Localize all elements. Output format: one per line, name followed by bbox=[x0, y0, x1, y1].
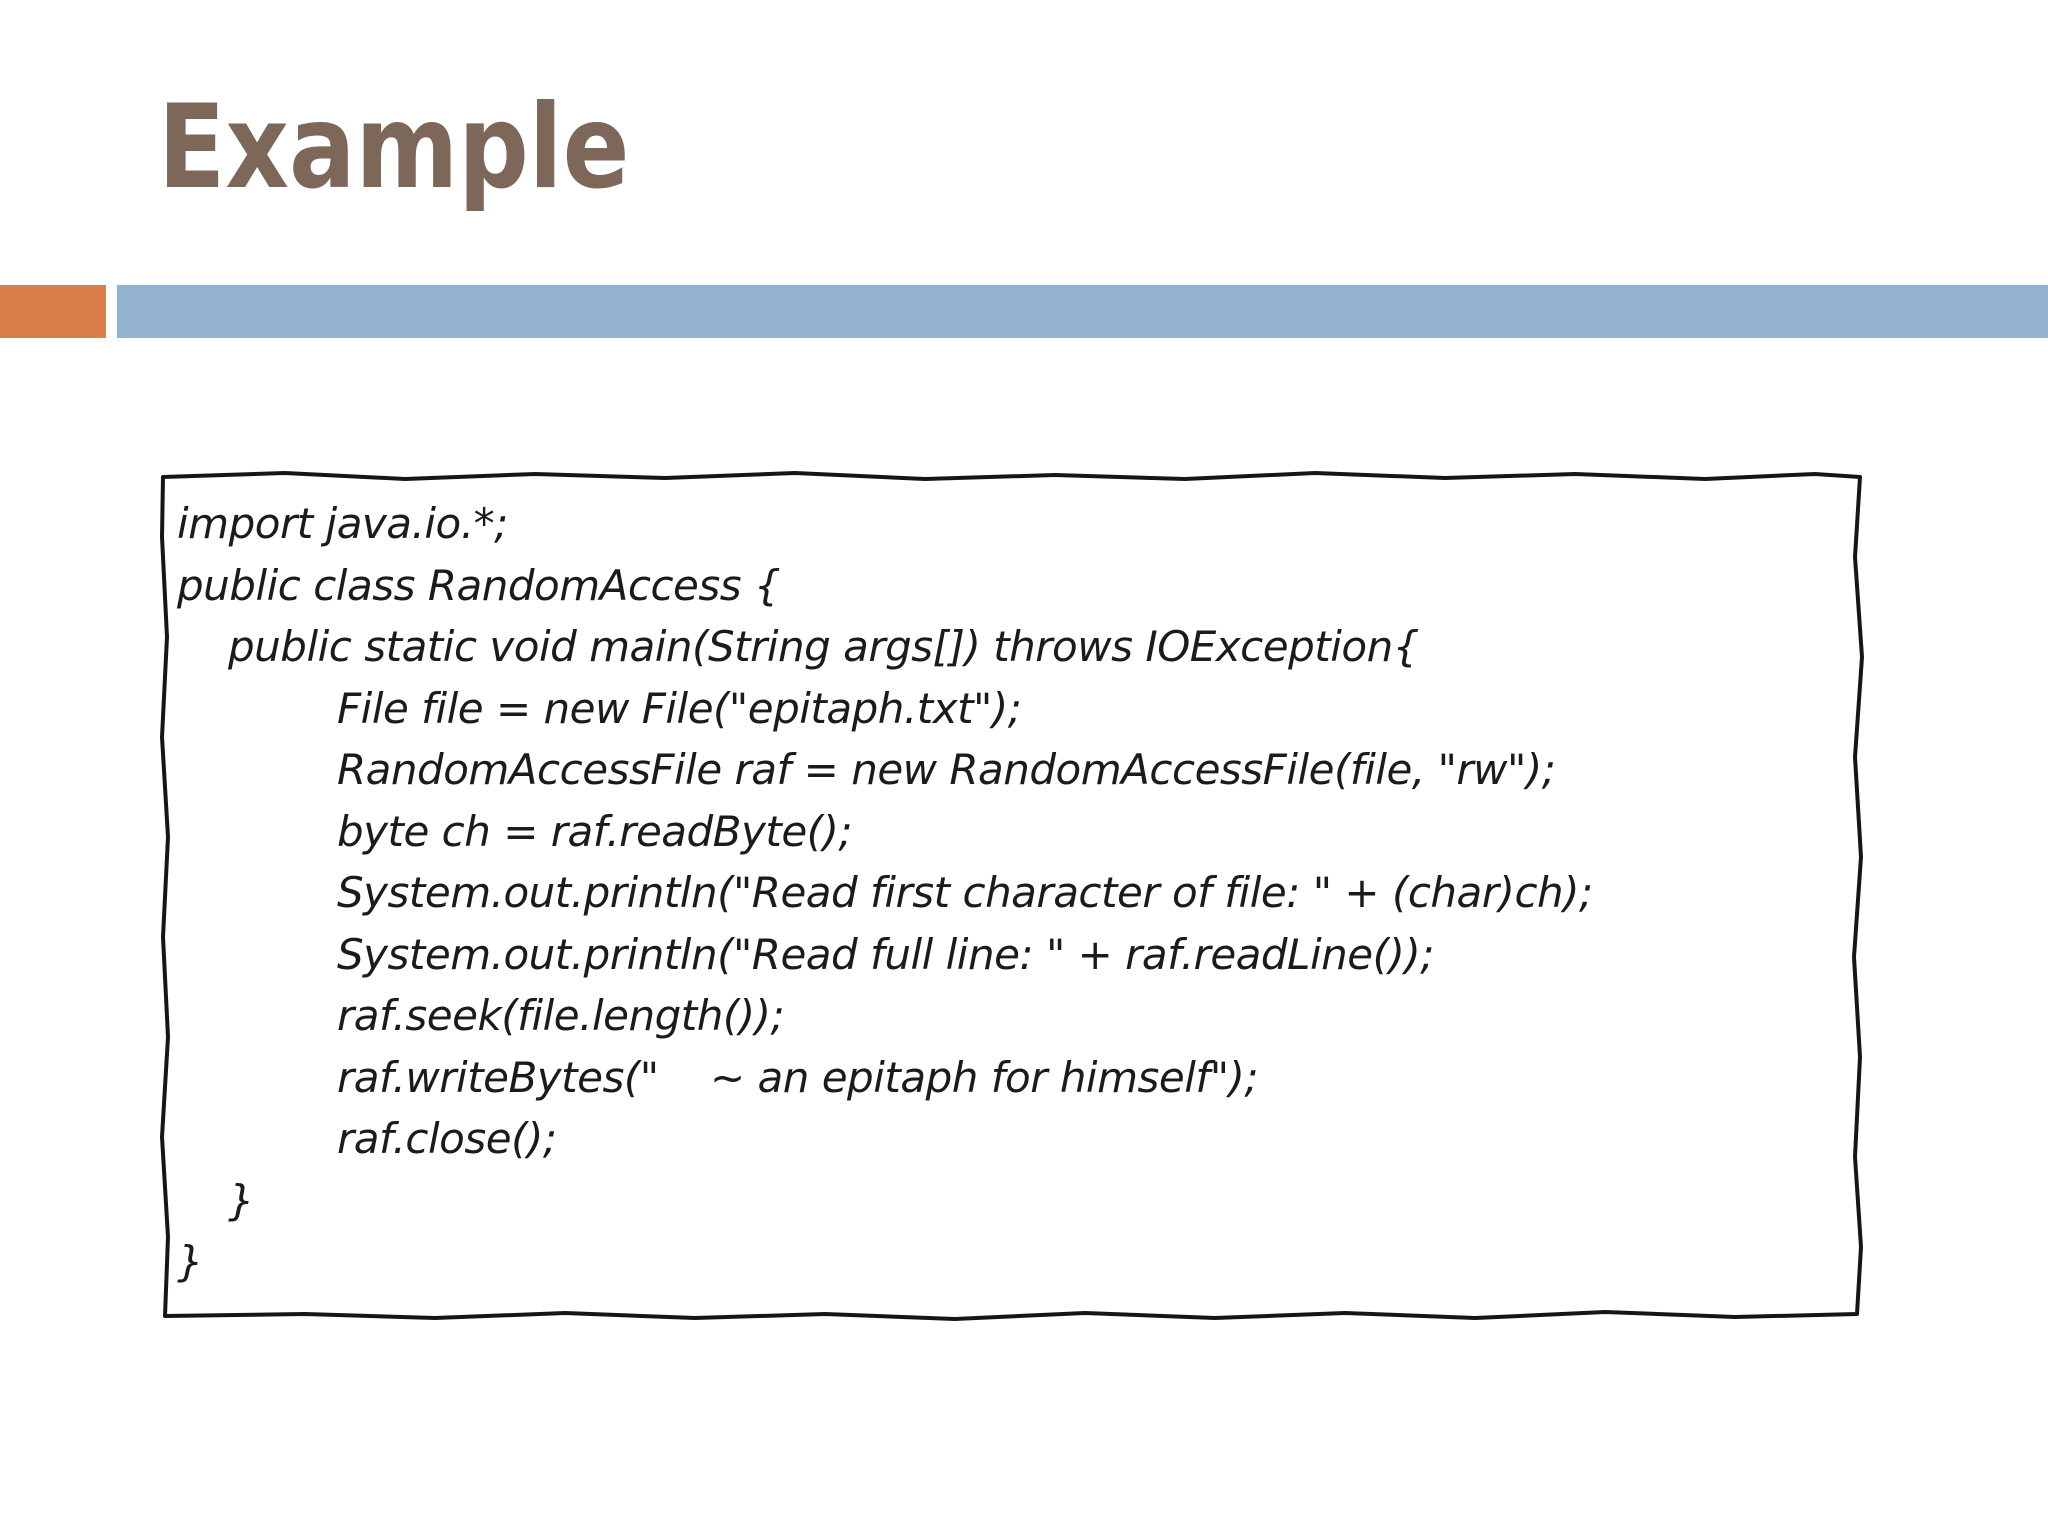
code-line: raf.close(); bbox=[337, 1114, 557, 1163]
accent-bar-orange-segment bbox=[0, 285, 106, 338]
code-line: import java.io.*; bbox=[177, 499, 508, 548]
code-line: public static void main(String args[]) t… bbox=[228, 622, 1419, 671]
code-line: System.out.println("Read first character… bbox=[337, 868, 1593, 917]
hand-drawn-border bbox=[160, 471, 1864, 1321]
code-line: } bbox=[177, 1237, 204, 1286]
code-lines: import java.io.*; public class RandomAcce… bbox=[177, 493, 1852, 1293]
code-line: raf.writeBytes(" ~ an epitaph for himsel… bbox=[337, 1052, 1259, 1102]
code-line: System.out.println("Read full line: " + … bbox=[337, 929, 1434, 979]
code-panel: import java.io.*; public class RandomAcce… bbox=[155, 467, 1868, 1323]
code-line: byte ch = raf.readByte(); bbox=[337, 806, 853, 856]
code-line: } bbox=[228, 1175, 255, 1225]
code-line: File file = new File("epitaph.txt"); bbox=[337, 683, 1022, 733]
code-line: public class RandomAccess { bbox=[177, 560, 781, 610]
code-line: raf.seek(file.length()); bbox=[337, 991, 785, 1040]
code-line: RandomAccessFile raf = new RandomAccessF… bbox=[337, 745, 1556, 794]
accent-bar-blue-segment bbox=[117, 285, 2048, 338]
page-title: Example bbox=[158, 80, 630, 215]
